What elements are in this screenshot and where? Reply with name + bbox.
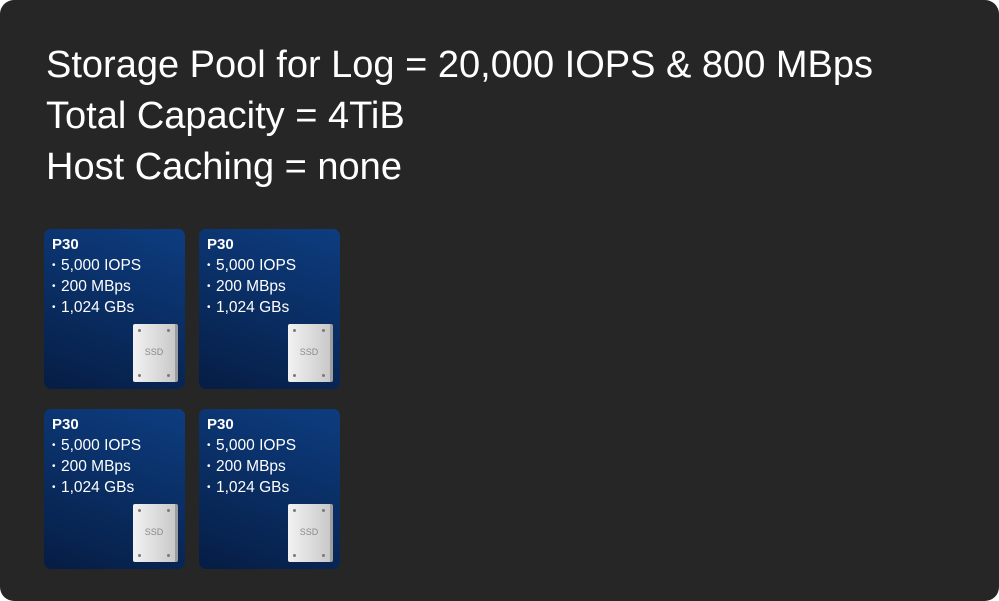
disk-throughput-value: 200 MBps xyxy=(216,278,286,295)
disk-throughput: • 200 MBps xyxy=(52,456,185,477)
disk-capacity-value: 1,024 GBs xyxy=(216,299,290,316)
disk-tile: P30 • 5,000 IOPS • 200 MBps • 1,024 GBs SSD xyxy=(44,229,185,389)
disk-iops: • 5,000 IOPS xyxy=(207,435,340,456)
disk-tile: P30 • 5,000 IOPS • 200 MBps • 1,024 GBs SSD xyxy=(199,409,340,569)
disk-throughput-value: 200 MBps xyxy=(61,458,131,475)
disk-throughput-value: 200 MBps xyxy=(61,278,131,295)
headline-pool-line: Storage Pool for Log = 20,000 IOPS & 800… xyxy=(46,44,874,86)
disk-throughput-value: 200 MBps xyxy=(216,458,286,475)
disk-tier: P30 xyxy=(52,236,79,253)
disk-iops: • 5,000 IOPS xyxy=(207,255,340,276)
disk-capacity-value: 1,024 GBs xyxy=(61,479,135,496)
bullet-icon: • xyxy=(207,482,211,493)
disk-capacity-value: 1,024 GBs xyxy=(61,299,135,316)
disk-throughput: • 200 MBps xyxy=(207,276,340,297)
ssd-drive-icon: SSD xyxy=(288,324,333,382)
ssd-label: SSD xyxy=(299,347,319,357)
bullet-icon: • xyxy=(52,482,56,493)
ssd-label: SSD xyxy=(144,347,164,357)
bullet-icon: • xyxy=(52,260,56,271)
disk-tier: P30 xyxy=(207,236,234,253)
disk-iops-value: 5,000 IOPS xyxy=(61,437,142,454)
ssd-drive-icon: SSD xyxy=(288,504,333,562)
disk-throughput: • 200 MBps xyxy=(207,456,340,477)
bullet-icon: • xyxy=(52,281,56,292)
bullet-icon: • xyxy=(52,461,56,472)
disk-iops: • 5,000 IOPS xyxy=(52,435,185,456)
ssd-label: SSD xyxy=(144,527,164,537)
disk-capacity-value: 1,024 GBs xyxy=(216,479,290,496)
bullet-icon: • xyxy=(207,440,211,451)
bullet-icon: • xyxy=(207,260,211,271)
headline-capacity-line: Total Capacity = 4TiB xyxy=(46,95,405,137)
ssd-label: SSD xyxy=(299,527,319,537)
disk-tile: P30 • 5,000 IOPS • 200 MBps • 1,024 GBs SSD xyxy=(199,229,340,389)
bullet-icon: • xyxy=(207,461,211,472)
ssd-drive-icon: SSD xyxy=(133,504,178,562)
disk-capacity: • 1,024 GBs xyxy=(207,477,340,498)
bullet-icon: • xyxy=(52,440,56,451)
disk-tile: P30 • 5,000 IOPS • 200 MBps • 1,024 GBs SSD xyxy=(44,409,185,569)
disk-iops-value: 5,000 IOPS xyxy=(216,437,297,454)
disk-capacity: • 1,024 GBs xyxy=(207,297,340,318)
disk-capacity: • 1,024 GBs xyxy=(52,477,185,498)
disk-capacity: • 1,024 GBs xyxy=(52,297,185,318)
headline: Storage Pool for Log = 20,000 IOPS & 800… xyxy=(46,40,873,193)
ssd-drive-icon: SSD xyxy=(133,324,178,382)
disk-tier: P30 xyxy=(207,416,234,433)
disk-tier: P30 xyxy=(52,416,79,433)
headline-caching-line: Host Caching = none xyxy=(46,146,402,188)
bullet-icon: • xyxy=(52,302,56,313)
bullet-icon: • xyxy=(207,281,211,292)
disk-iops-value: 5,000 IOPS xyxy=(216,257,297,274)
disk-iops: • 5,000 IOPS xyxy=(52,255,185,276)
bullet-icon: • xyxy=(207,302,211,313)
disk-iops-value: 5,000 IOPS xyxy=(61,257,142,274)
disk-throughput: • 200 MBps xyxy=(52,276,185,297)
